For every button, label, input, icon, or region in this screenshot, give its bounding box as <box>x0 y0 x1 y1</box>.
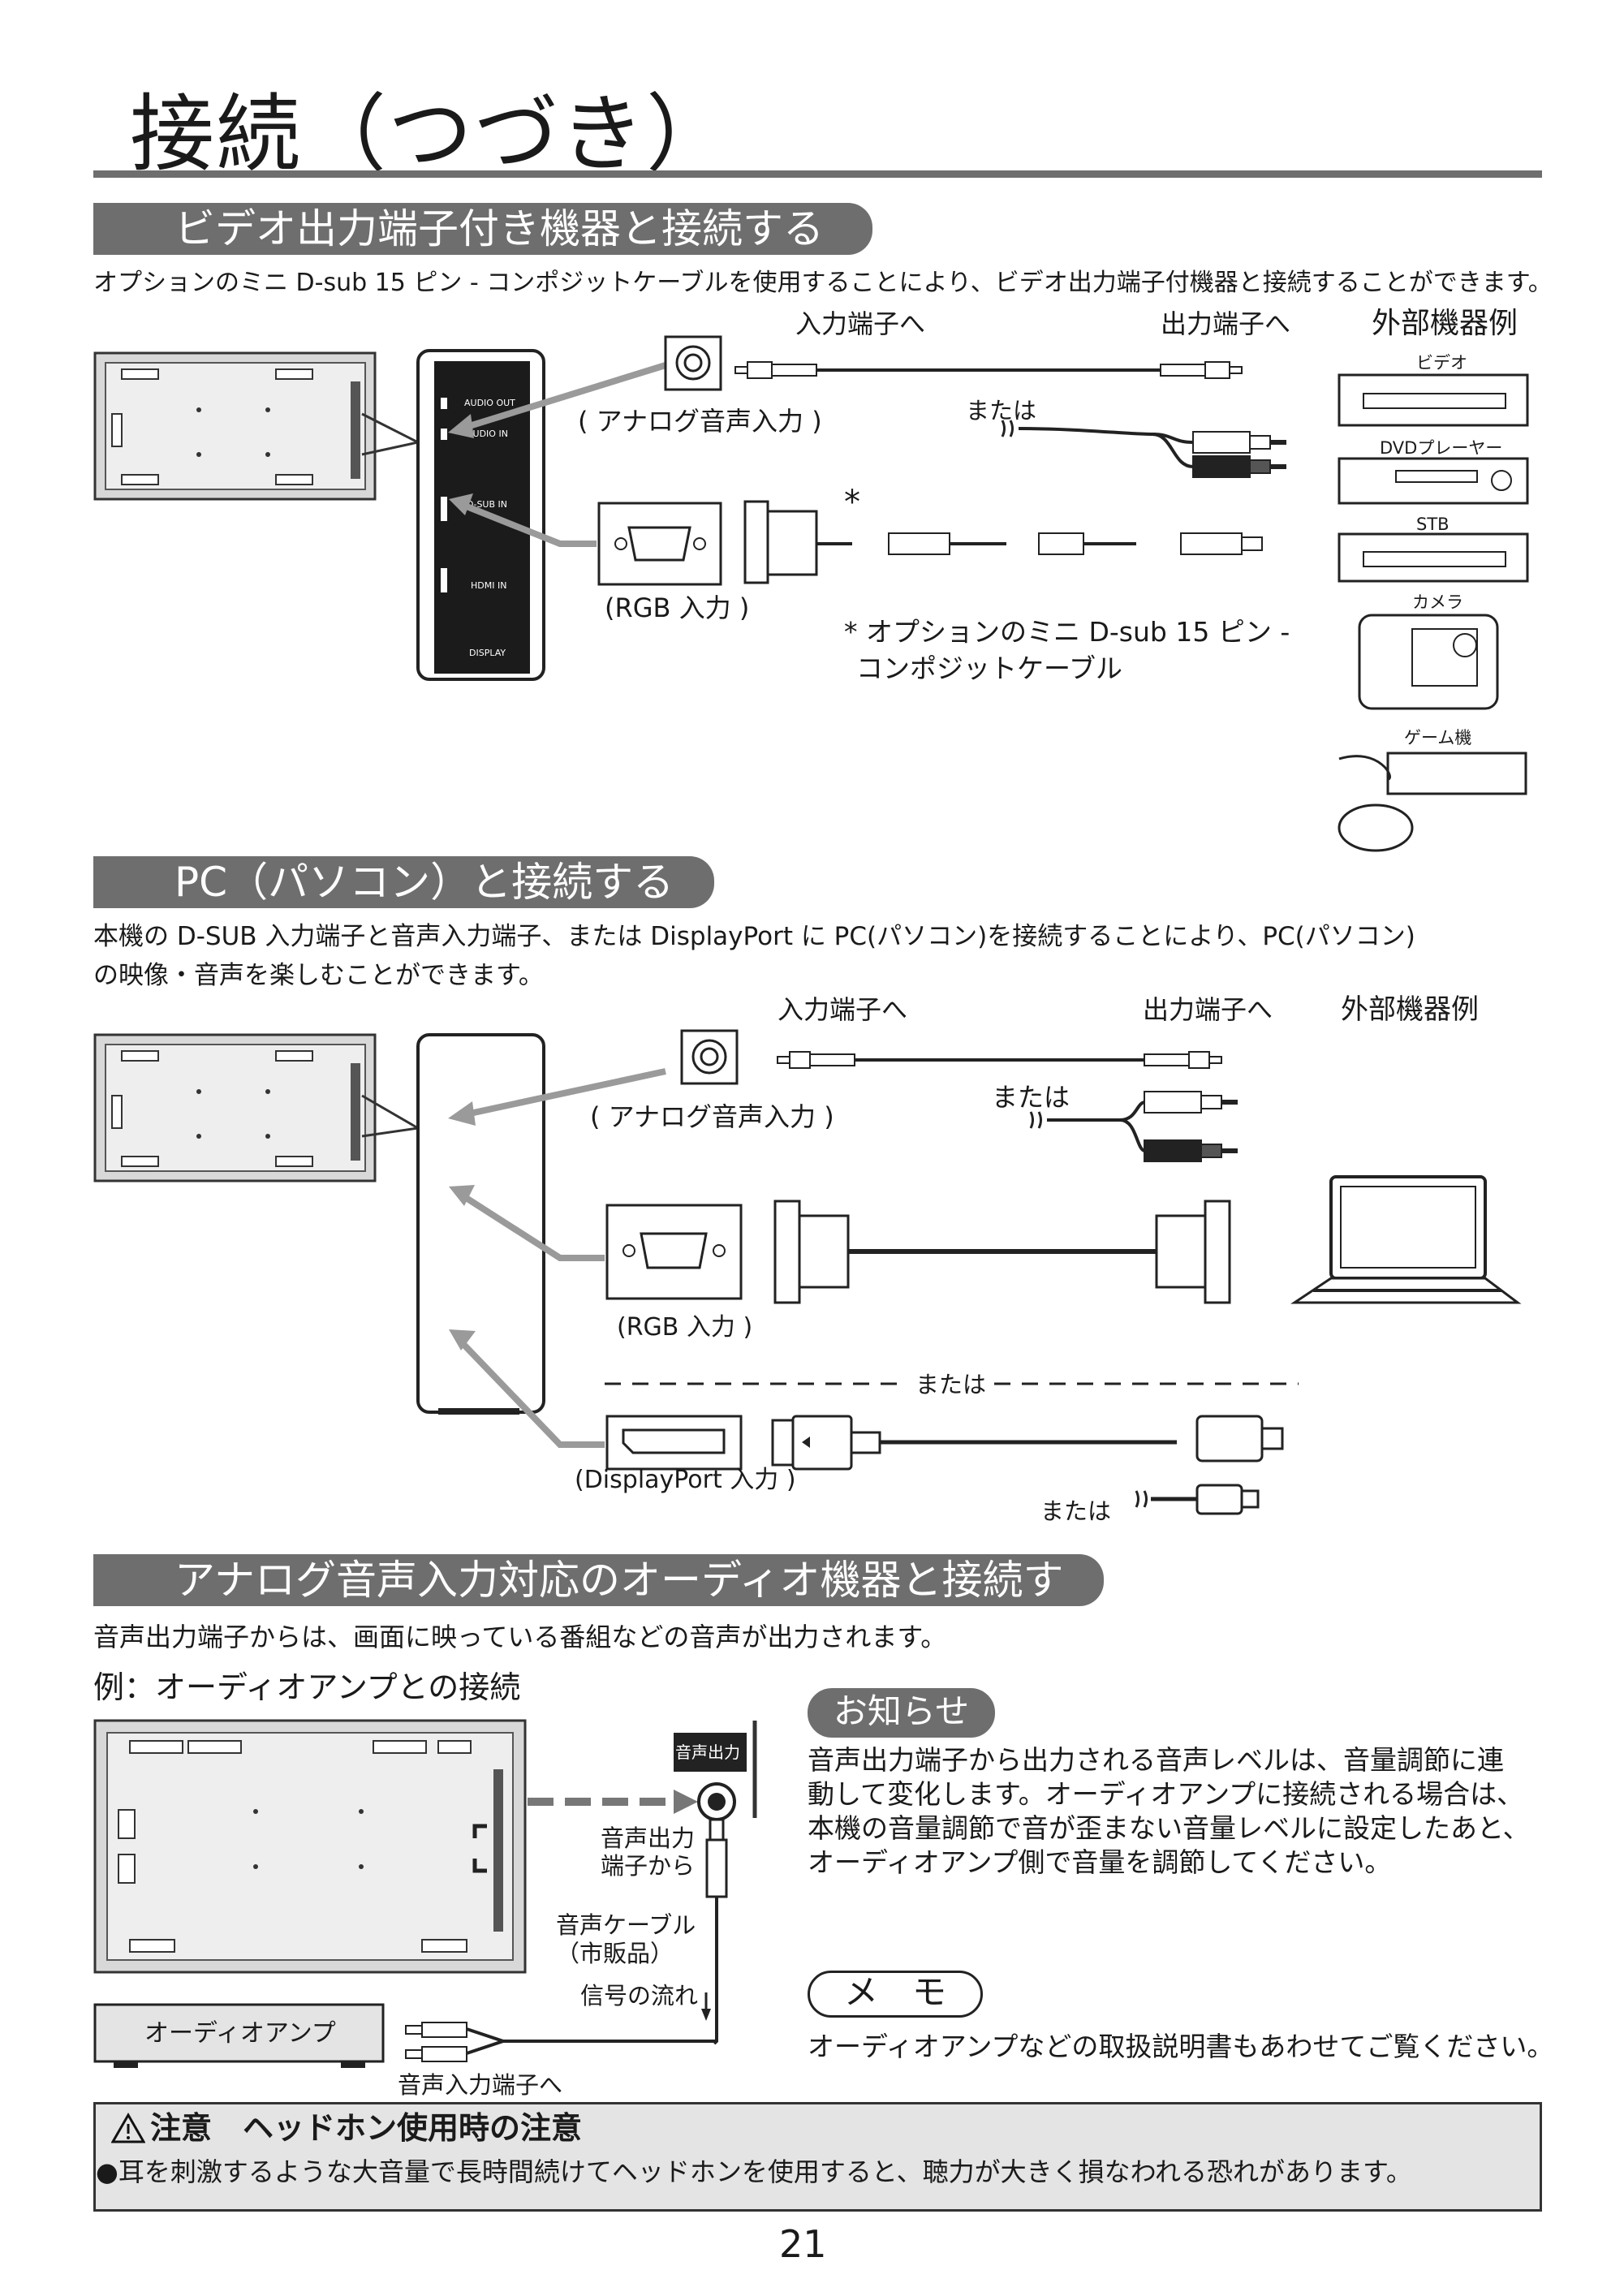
tv-back-illustration <box>93 351 377 501</box>
pc-label-input-terminal: 入力端子へ <box>778 994 908 1025</box>
notice-line-4: オーディオアンプ側で音量を調節してください。 <box>808 1846 1392 1878</box>
pc-label-output-terminal: 出力端子へ <box>1143 994 1273 1025</box>
label-from-audio-out-1: 音声出力 <box>601 1824 696 1852</box>
laptop-icon <box>1290 1175 1522 1304</box>
label-analog-audio-input: ( アナログ音声入力 ) <box>578 406 822 437</box>
caution-text: ●耳を刺激するような大音量で長時間続けてヘッドホンを使用すると、聴力が大きく損な… <box>96 2156 1412 2187</box>
memo-title: メ モ <box>808 1971 983 2018</box>
pc-label-analog-audio-input: ( アナログ音声入力 ) <box>590 1101 834 1132</box>
video-device-icon <box>1338 373 1529 427</box>
pc-label-or-divider: または <box>915 1371 987 1398</box>
vga-cable <box>773 1200 1231 1304</box>
device-label-camera: カメラ <box>1412 592 1463 612</box>
footnote-line-1: * オプションのミニ D-sub 15 ピン - <box>844 616 1290 648</box>
dvd-player-icon <box>1338 457 1529 505</box>
title-rule <box>93 170 1542 178</box>
section-pc-description-line-2: の映像・音声を楽しむことができます。 <box>93 961 544 990</box>
stereo-mini-cable <box>734 361 1243 379</box>
page-number: 21 <box>779 2222 827 2266</box>
label-audio-amp: オーディオアンプ <box>144 2019 336 2048</box>
audio-out-label-box <box>674 1733 747 1772</box>
pc-label-displayport-input: (DisplayPort 入力 ) <box>575 1466 796 1494</box>
pc-terminal-panel <box>416 1033 545 1414</box>
section-audio-description: 音声出力端子からは、画面に映っている番組などの音声が出力されます。 <box>93 1622 947 1652</box>
label-input-terminal: 入力端子へ <box>795 308 926 339</box>
label-rgb-input: (RGB 入力 ) <box>605 592 750 623</box>
vga-port-icon <box>597 502 722 586</box>
page-title: 接続（つづき） <box>130 84 733 183</box>
device-label-game: ゲーム機 <box>1404 728 1472 747</box>
warning-triangle-icon <box>111 2113 145 2143</box>
pc-tv-back-illustration <box>93 1033 377 1182</box>
section-heading-pc: PC（パソコン）と接続する <box>93 856 714 908</box>
displayport-port-icon <box>605 1415 743 1471</box>
notice-line-2: 動して変化します。オーディオアンプに接続される場合は、 <box>808 1778 1524 1810</box>
pc-label-or: または <box>992 1082 1070 1113</box>
displayport-cable <box>771 1415 1284 1515</box>
audio-connection-diagram <box>93 1719 757 2068</box>
video-connection-diagram: AUDIO OUT AUDIO IN D-SUB IN HDMI IN DISP… <box>93 335 1529 852</box>
label-output-terminal: 出力端子へ <box>1161 308 1291 339</box>
label-audio-cable-2: （市販品） <box>556 1940 674 1967</box>
game-console-icon <box>1338 752 1527 852</box>
panel-label-audio-in: AUDIO IN <box>467 429 508 439</box>
label-to-audio-input: 音声入力端子へ <box>398 2071 563 2099</box>
label-external-devices: 外部機器例 <box>1372 307 1518 340</box>
device-label-video: ビデオ <box>1416 353 1467 373</box>
dsub-composite-cable <box>743 500 1263 584</box>
section-pc-description-line-1: 本機の D-SUB 入力端子と音声入力端子、または DisplayPort に … <box>93 922 1415 951</box>
section-video-description: オプションのミニ D-sub 15 ピン - コンポジットケーブルを使用すること… <box>93 269 1553 297</box>
label-signal-flow: 信号の流れ <box>580 1982 699 2010</box>
panel-label-audio-out: AUDIO OUT <box>464 398 515 408</box>
device-label-dvd: DVDプレーヤー <box>1380 438 1503 458</box>
pc-connection-diagram <box>93 1029 1522 1515</box>
notice-title: お知らせ <box>808 1688 995 1738</box>
caution-title: 注意 ヘッドホン使用時の注意 <box>150 2110 583 2146</box>
example-title: 例：オーディオアンプとの接続 <box>93 1669 521 1705</box>
label-from-audio-out-2: 端子から <box>601 1852 696 1880</box>
stb-icon <box>1338 532 1529 583</box>
memo-text: オーディオアンプなどの取扱説明書もあわせてご覧ください。 <box>808 2031 1554 2062</box>
audio-amp-icon <box>93 2003 385 2068</box>
device-label-stb: STB <box>1416 515 1450 534</box>
footnote-line-2: コンポジットケーブル <box>856 653 1123 684</box>
section-heading-video: ビデオ出力端子付き機器と接続する <box>93 203 872 255</box>
camera-icon <box>1358 614 1499 710</box>
asterisk-mark: * <box>844 484 860 521</box>
audio-jack-icon <box>664 335 722 391</box>
rca-cable <box>1001 420 1286 478</box>
panel-label-hdmi-in: HDMI IN <box>471 580 506 591</box>
caution-box <box>93 2102 1542 2212</box>
pc-vga-port-icon <box>605 1204 743 1300</box>
section-heading-audio: アナログ音声入力対応のオーディオ機器と接続する <box>93 1554 1104 1656</box>
audio-tv-back-illustration <box>93 1719 527 1974</box>
label-or: または <box>966 397 1037 424</box>
pc-label-or-bottom: または <box>1040 1497 1112 1525</box>
panel-label-display: DISPLAY <box>469 648 506 658</box>
pc-label-external-devices: 外部機器例 <box>1341 993 1479 1026</box>
notice-line-3: 本機の音量調節で音が歪まない音量レベルに設定したあと、 <box>808 1812 1530 1844</box>
label-audio-cable-1: 音声ケーブル <box>556 1911 696 1939</box>
pc-label-rgb-input: (RGB 入力 ) <box>617 1313 753 1342</box>
audio-out-box-label: 音声出力 <box>675 1742 740 1762</box>
notice-line-1: 音声出力端子から出力される音声レベルは、音量調節に連 <box>808 1744 1504 1776</box>
